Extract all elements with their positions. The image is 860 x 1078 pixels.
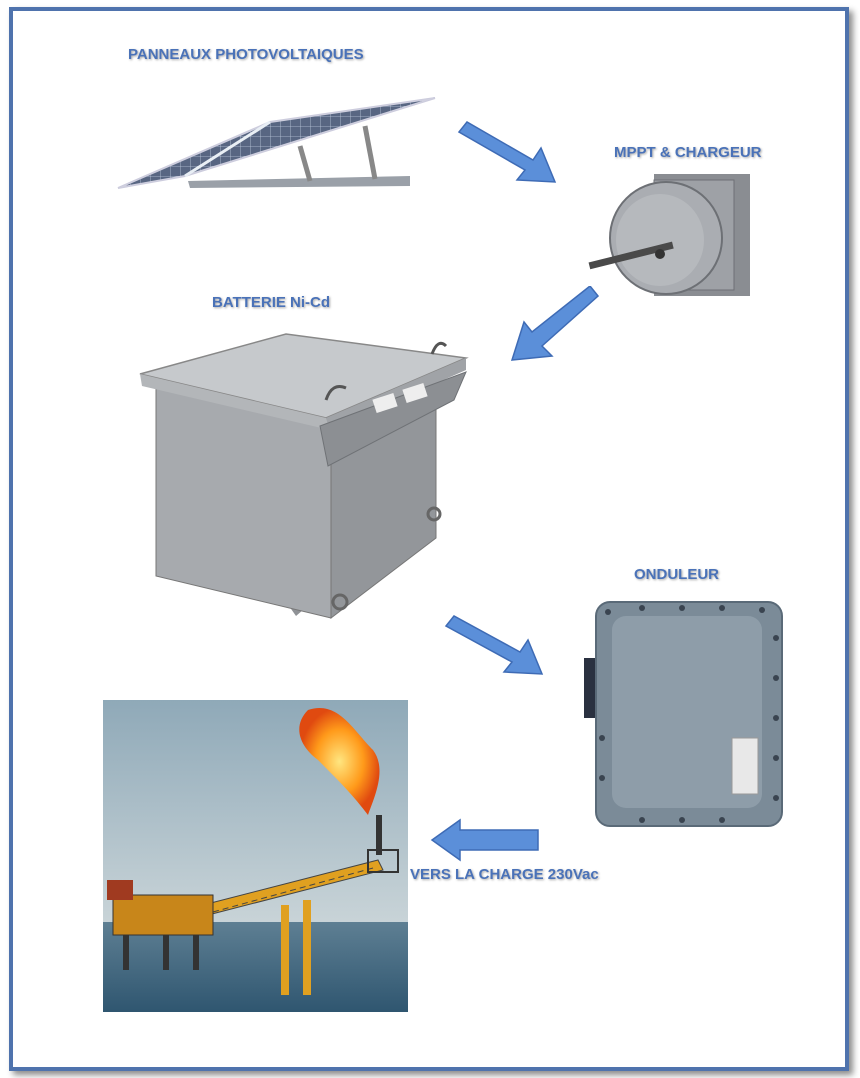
flow-arrow-icon: [442, 612, 546, 680]
battery-cabinet-icon: [136, 326, 476, 626]
flow-arrow-icon: [508, 286, 604, 366]
inverter-label: ONDULEUR: [634, 566, 719, 583]
flow-arrow-icon: [430, 818, 542, 862]
mppt-charger-icon: [584, 170, 754, 300]
inverter-box-icon: [582, 598, 788, 830]
battery-label: BATTERIE Ni-Cd: [212, 294, 331, 311]
flow-arrow-icon: [455, 118, 560, 188]
mppt-label: MPPT & CHARGEUR: [614, 144, 762, 161]
panels-label: PANNEAUX PHOTOVOLTAIQUES: [128, 46, 364, 63]
offshore-platform-icon: [103, 700, 408, 1012]
solar-panel-icon: [110, 76, 440, 196]
load-label: VERS LA CHARGE 230Vac: [410, 866, 599, 883]
